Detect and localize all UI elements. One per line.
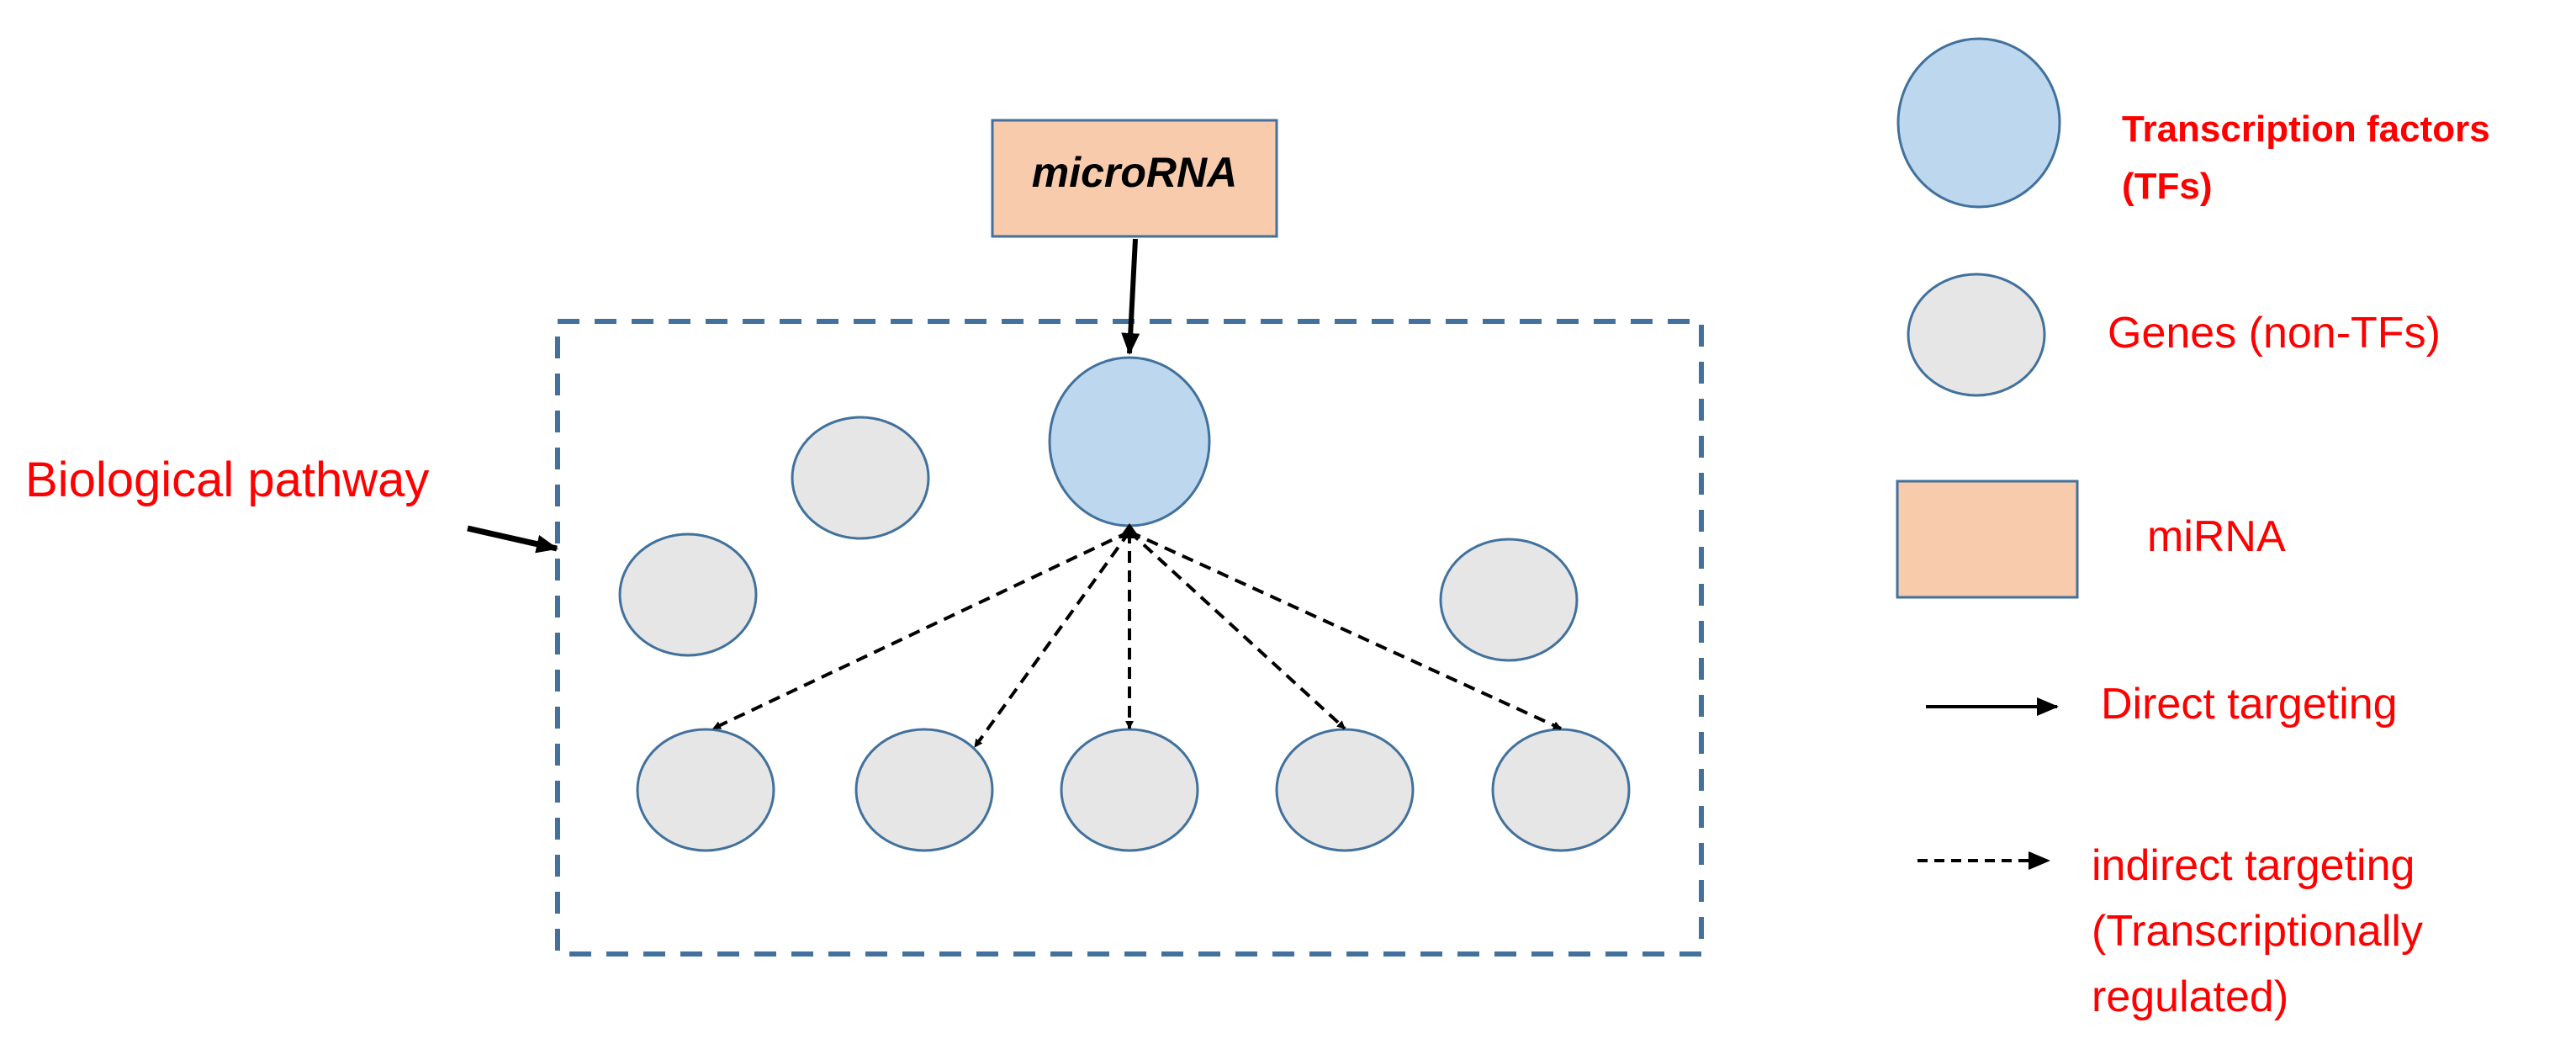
tf-node	[1048, 356, 1211, 527]
legend-tf-label-line1: Transcription factors	[2122, 109, 2490, 150]
gene-node	[854, 728, 994, 852]
legend-mirna-label: miRNA	[2147, 512, 2286, 561]
indirect-arrows	[712, 530, 1562, 749]
legend-indirect-label-line2: (Transcriptionally	[2092, 907, 2423, 956]
indirect-arrow	[712, 530, 1130, 730]
direct-arrow-mirna-to-tf	[1121, 238, 1140, 355]
indirect-arrow	[973, 530, 1131, 749]
legend-mirna-swatch	[1896, 480, 2079, 599]
indirect-arrow	[1128, 530, 1346, 730]
gene-node	[1491, 728, 1631, 852]
gene-node	[791, 416, 930, 540]
legend-indirect-label-line1: indirect targeting	[2092, 841, 2415, 890]
gene-node	[1275, 728, 1415, 852]
indirect-arrow	[1129, 530, 1562, 730]
mirna-box-label: microRNA	[1032, 149, 1237, 196]
mirna-box	[991, 119, 1278, 238]
gene-node	[636, 728, 775, 852]
legend: Transcription factors (TFs) Genes (non-T…	[1896, 37, 2490, 1021]
pathway-label: Biological pathway	[25, 453, 429, 507]
legend-indirect-label-line3: regulated)	[2092, 973, 2288, 1021]
legend-tf-swatch	[1896, 37, 2061, 209]
gene-node	[618, 533, 758, 657]
pathway-pointer-arrow	[467, 525, 558, 554]
legend-gene-swatch	[1907, 273, 2046, 397]
gene-node	[1060, 728, 1199, 852]
tf-incoming-arrowhead	[1119, 523, 1140, 538]
legend-genes-label: Genes (non-TFs)	[2108, 309, 2441, 358]
legend-tf-label-line2: (TFs)	[2122, 166, 2213, 207]
legend-direct-label: Direct targeting	[2101, 680, 2398, 729]
gene-node	[1439, 538, 1579, 662]
